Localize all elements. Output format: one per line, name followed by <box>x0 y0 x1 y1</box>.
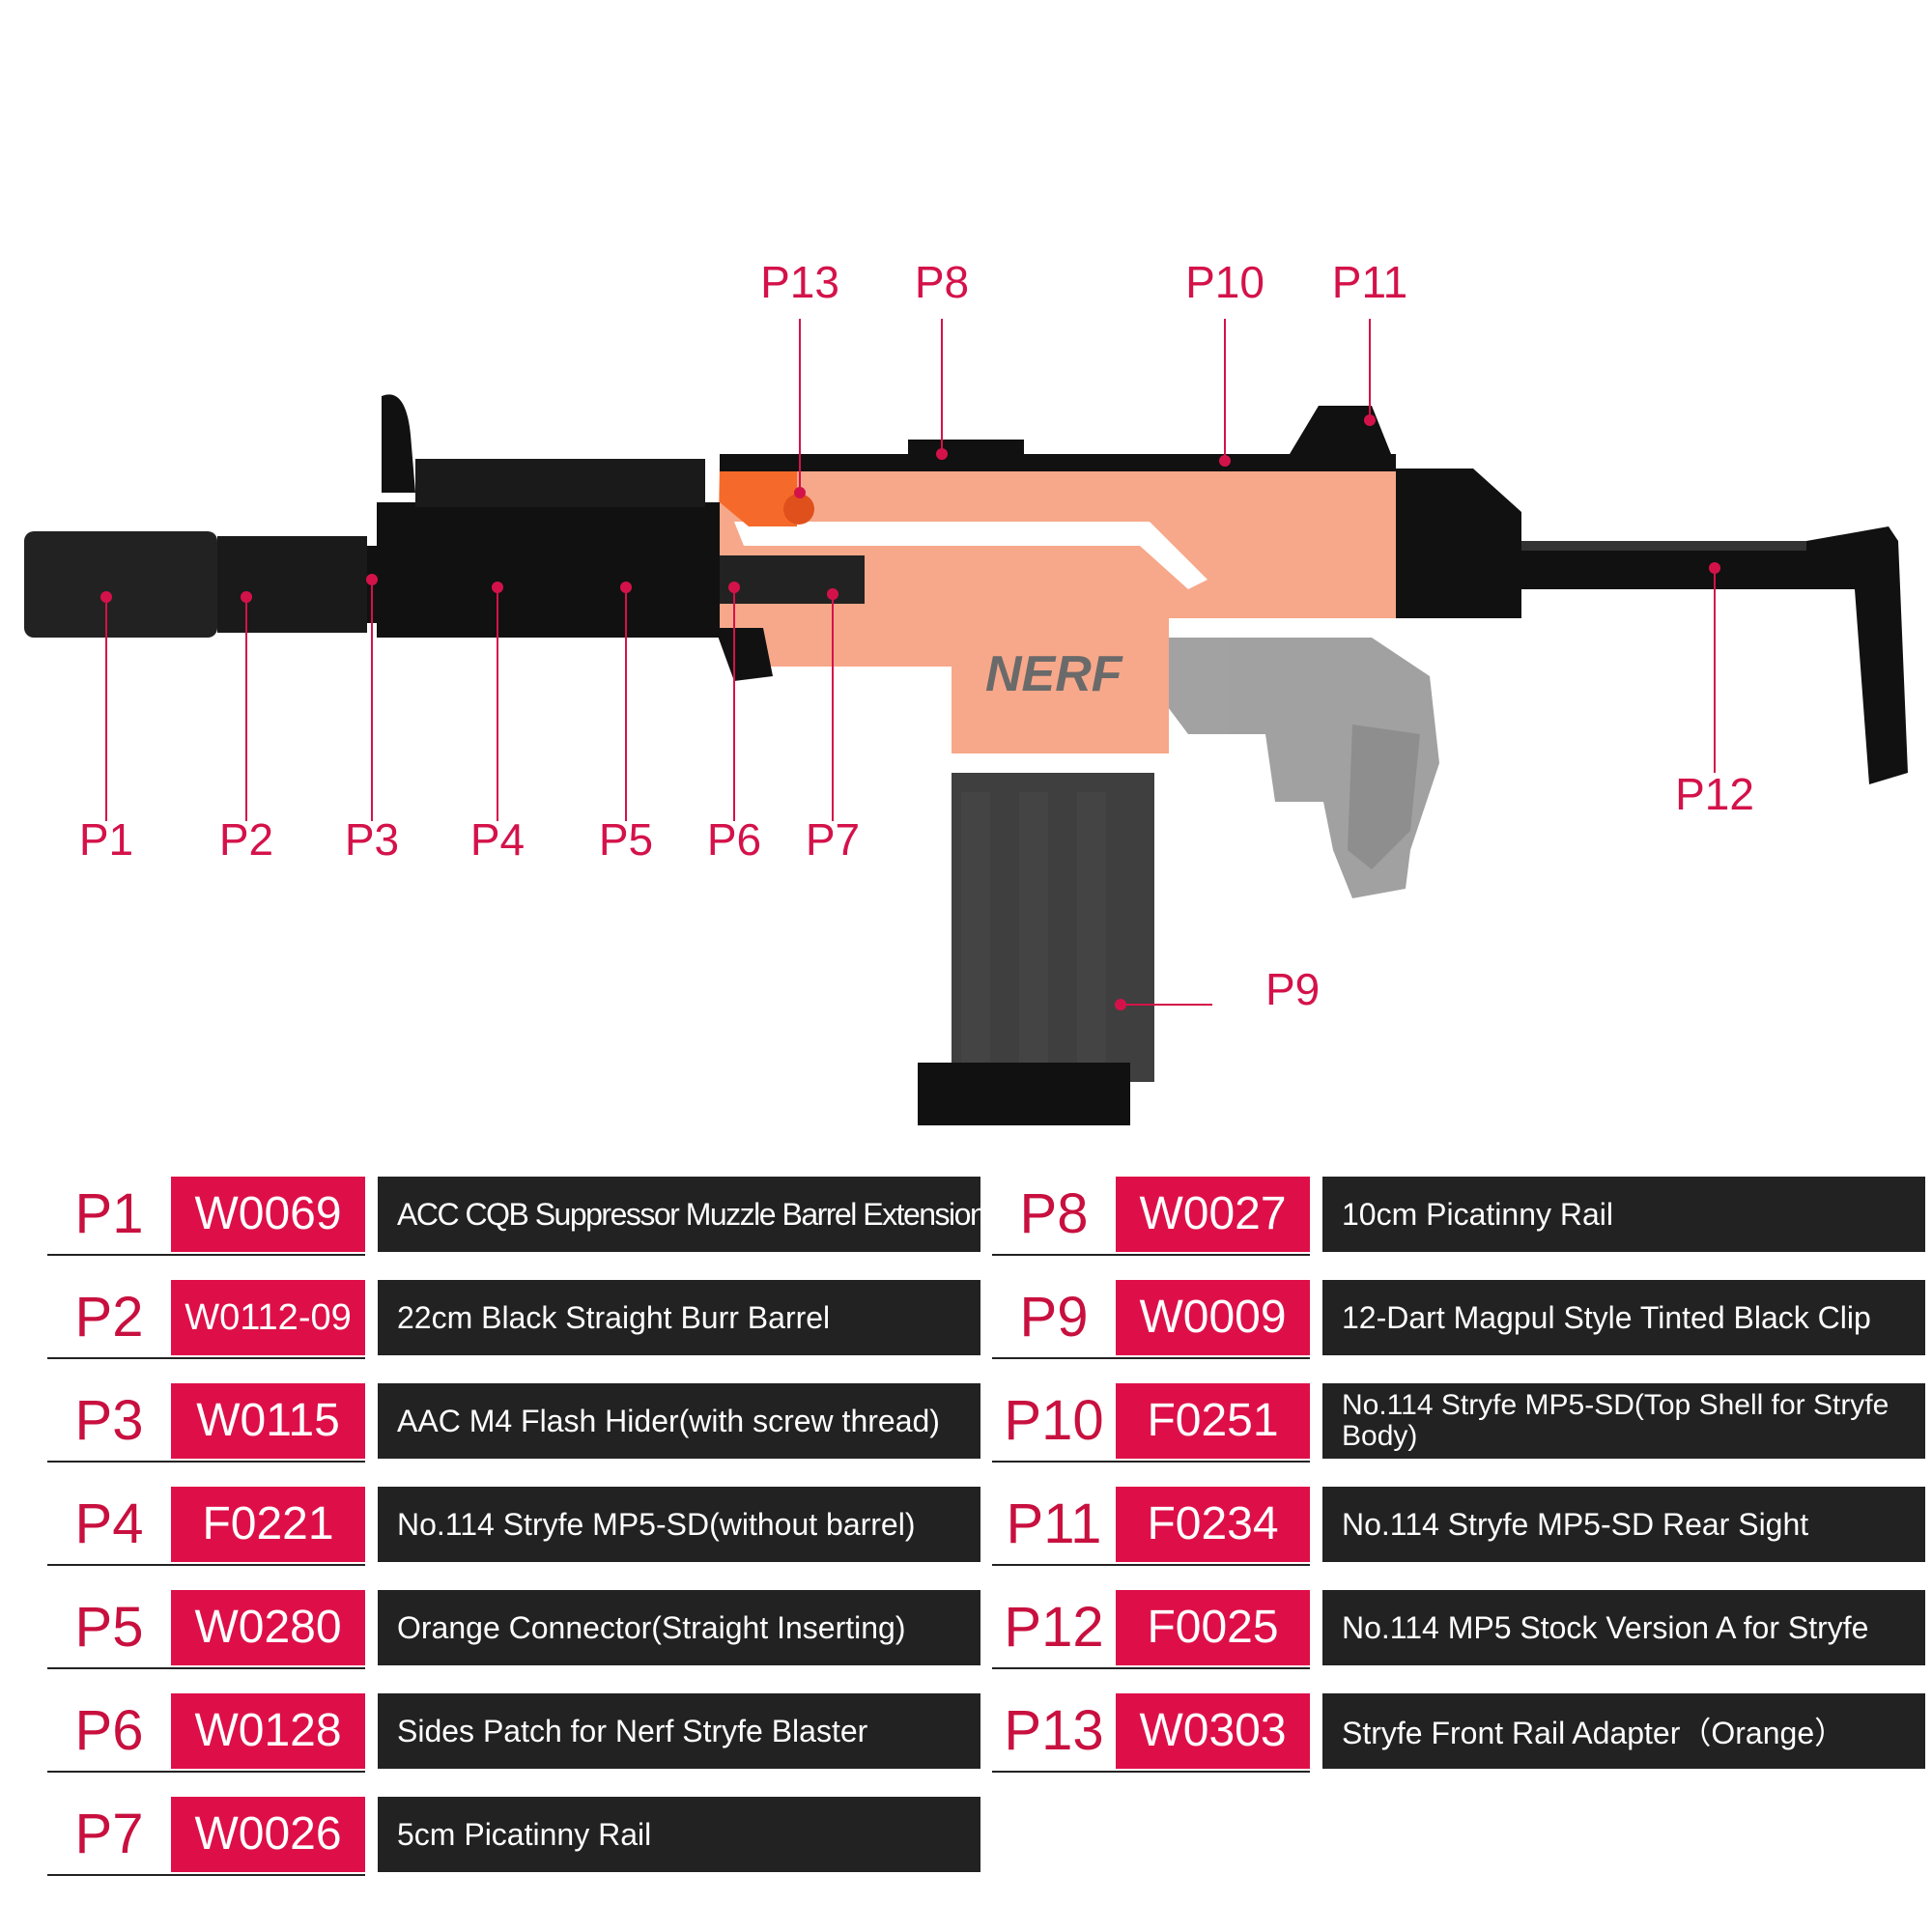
part-number: P9 <box>1019 1286 1089 1349</box>
callout-dot-p2 <box>241 591 252 603</box>
part-code: W0112-09 <box>171 1280 365 1355</box>
callout-label-p4: P4 <box>470 814 525 865</box>
callout-dot-p13 <box>794 487 806 498</box>
callout-label-p5: P5 <box>599 814 653 865</box>
callout-dot-p11 <box>1364 414 1376 426</box>
callout-dot-p10 <box>1219 455 1231 467</box>
part-number: P12 <box>1004 1596 1104 1659</box>
part-number: P4 <box>74 1492 144 1555</box>
part-description: Sides Patch for Nerf Stryfe Blaster <box>378 1693 980 1769</box>
row-underline <box>47 1771 365 1773</box>
callout-label-p10: P10 <box>1185 257 1264 307</box>
row-underline <box>992 1771 1310 1773</box>
callout-label-p3: P3 <box>345 814 399 865</box>
callout-label-p9: P9 <box>1265 964 1320 1014</box>
callout-dot-p4 <box>492 582 503 593</box>
magazine <box>918 773 1154 1125</box>
callout-dot-p1 <box>100 591 112 603</box>
part-code: W0069 <box>171 1177 365 1252</box>
part-description: 5cm Picatinny Rail <box>378 1797 980 1872</box>
part-code: W0009 <box>1116 1280 1310 1355</box>
callout-dot-p5 <box>620 582 632 593</box>
grip <box>1159 638 1439 898</box>
part-description: Orange Connector(Straight Inserting) <box>378 1590 980 1665</box>
part-code: W0115 <box>171 1383 365 1459</box>
row-underline <box>992 1357 1310 1359</box>
callout-dot-p9 <box>1115 999 1126 1010</box>
part-number: P10 <box>1004 1389 1104 1452</box>
part-number: P1 <box>74 1182 144 1245</box>
nerf-logo: NERF <box>985 646 1123 702</box>
callout-dot-p7 <box>827 588 838 600</box>
row-underline <box>47 1254 365 1256</box>
row-underline <box>47 1461 365 1463</box>
part-description: No.114 Stryfe MP5-SD(without barrel) <box>378 1487 980 1562</box>
part-code: W0027 <box>1116 1177 1310 1252</box>
part-number: P3 <box>74 1389 144 1452</box>
part-code: W0128 <box>171 1693 365 1769</box>
part-description: 10cm Picatinny Rail <box>1322 1177 1925 1252</box>
part-number: P2 <box>74 1286 144 1349</box>
callout-label-p12: P12 <box>1675 769 1754 819</box>
top-shell <box>720 406 1396 471</box>
row-underline <box>992 1461 1310 1463</box>
part-description: ACC CQB Suppressor Muzzle Barrel Extensi… <box>378 1177 980 1252</box>
part-number: P8 <box>1019 1182 1089 1245</box>
callout-label-p2: P2 <box>219 814 273 865</box>
part-number: P11 <box>1006 1492 1102 1555</box>
callout-dot-p3 <box>366 574 378 585</box>
row-underline <box>992 1254 1310 1256</box>
side-rail <box>720 555 865 604</box>
callout-label-p7: P7 <box>806 814 860 865</box>
row-underline <box>992 1564 1310 1566</box>
part-description: No.114 Stryfe MP5-SD(Top Shell for Stryf… <box>1322 1383 1925 1459</box>
suppressor <box>24 531 217 638</box>
callout-label-p1: P1 <box>79 814 133 865</box>
row-underline <box>47 1667 365 1669</box>
part-code: W0303 <box>1116 1693 1310 1769</box>
part-code: W0280 <box>171 1590 365 1665</box>
part-number: P6 <box>74 1699 144 1762</box>
barrel <box>217 536 367 633</box>
part-description: No.114 Stryfe MP5-SD Rear Sight <box>1322 1487 1925 1562</box>
part-description: No.114 MP5 Stock Version A for Stryfe <box>1322 1590 1925 1665</box>
handguard <box>377 394 773 681</box>
part-code: F0025 <box>1116 1590 1310 1665</box>
callout-label-p11: P11 <box>1332 257 1407 307</box>
row-underline <box>992 1667 1310 1669</box>
callout-label-p8: P8 <box>915 257 969 307</box>
part-description: 22cm Black Straight Burr Barrel <box>378 1280 980 1355</box>
part-number: P13 <box>1004 1699 1104 1762</box>
part-code: F0251 <box>1116 1383 1310 1459</box>
callout-dot-p12 <box>1709 562 1720 574</box>
callout-dot-p6 <box>728 582 740 593</box>
part-number: P5 <box>74 1596 144 1659</box>
part-number: P7 <box>74 1803 144 1865</box>
orange-body <box>715 464 1396 753</box>
row-underline <box>47 1357 365 1359</box>
callout-label-p6: P6 <box>707 814 761 865</box>
callout-label-p13: P13 <box>760 257 839 307</box>
part-code: W0026 <box>171 1797 365 1872</box>
row-underline <box>47 1874 365 1876</box>
part-code: F0221 <box>171 1487 365 1562</box>
row-underline <box>47 1564 365 1566</box>
part-description: 12-Dart Magpul Style Tinted Black Clip <box>1322 1280 1925 1355</box>
part-code: F0234 <box>1116 1487 1310 1562</box>
part-description: Stryfe Front Rail Adapter（Orange） <box>1322 1693 1925 1769</box>
receiver-rear <box>1396 469 1521 618</box>
callout-dot-p8 <box>936 448 948 460</box>
part-description: AAC M4 Flash Hider(with screw thread) <box>378 1383 980 1459</box>
